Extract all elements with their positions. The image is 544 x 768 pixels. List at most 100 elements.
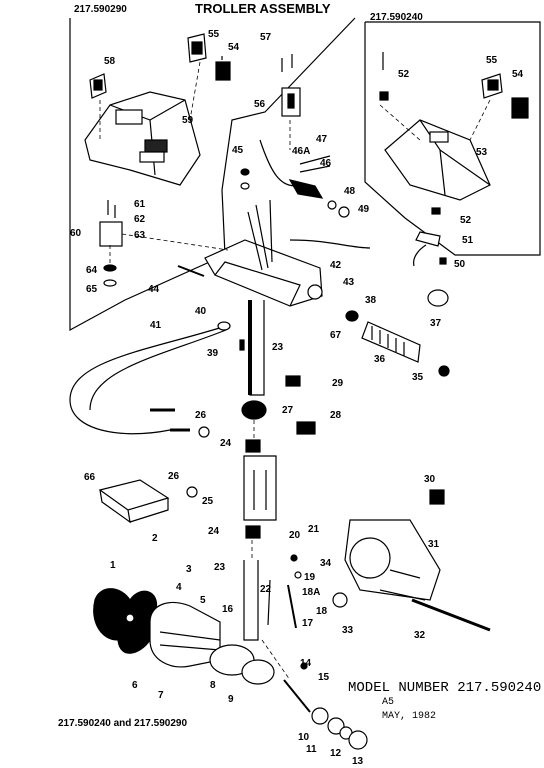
part-label: 23: [272, 342, 284, 353]
left-inset-border: [69, 17, 356, 332]
part-label: 46A: [292, 146, 310, 157]
revision-date: MAY, 1982: [382, 711, 436, 722]
part-10-15-hardware: [283, 662, 368, 750]
part-53-control-housing: [384, 119, 491, 201]
part-label: 2: [152, 533, 158, 544]
part-label: 25: [202, 496, 214, 507]
part-50-51-52-right: [413, 207, 447, 267]
part-label: 28: [330, 410, 342, 421]
part-label: 42: [330, 260, 342, 271]
part-label: 8: [210, 680, 216, 691]
part-label: 24: [208, 526, 220, 537]
part-label: 52: [398, 69, 410, 80]
part-label: 44: [148, 284, 160, 295]
part-label: 9: [228, 694, 234, 705]
left-model-number: 217.590290: [74, 4, 127, 15]
part-label: 20: [289, 530, 301, 541]
part-label: 39: [207, 348, 219, 359]
part-labels: 1 2 3 4 5 6 7 8 9 10 11 12 13 14 15 16 1…: [70, 29, 524, 767]
revision-code: A5: [382, 697, 394, 708]
part-label: 12: [330, 748, 342, 759]
part-label: 63: [134, 230, 146, 241]
part-label: 61: [134, 199, 146, 210]
part-label: 49: [358, 204, 370, 215]
part-label: 17: [302, 618, 314, 629]
footer-caption: 217.590240 and 217.590290: [58, 718, 187, 729]
part-label: 6: [132, 680, 138, 691]
part-label: 41: [150, 320, 162, 331]
part-label: 43: [343, 277, 355, 288]
part-label: 62: [134, 214, 146, 225]
part-59-control-housing: [84, 91, 201, 186]
part-label: 4: [176, 582, 182, 593]
part-label: 50: [454, 259, 466, 270]
part-43-head-housing: [204, 199, 371, 307]
part-52-54-55-right: [379, 52, 529, 119]
part-label: 7: [158, 690, 164, 701]
part-label: 26: [168, 471, 180, 482]
part-label: 58: [104, 56, 116, 67]
part-label: 18: [316, 606, 328, 617]
part-label: 47: [316, 134, 328, 145]
part-label: 53: [476, 147, 488, 158]
part-55-54-switches-left: [187, 33, 231, 81]
part-56-57-switch-and-screws: [281, 54, 301, 117]
part-label: 14: [300, 658, 312, 669]
part-label: 11: [306, 744, 317, 755]
part-label: 32: [414, 630, 426, 641]
part-label: 45: [232, 145, 244, 156]
part-label: 65: [86, 284, 98, 295]
part-label: 48: [344, 186, 356, 197]
part-label: 56: [254, 99, 266, 110]
part-label: 40: [195, 306, 207, 317]
part-58-switch: [89, 73, 107, 99]
part-label: 60: [70, 228, 82, 239]
part-label: 18A: [302, 587, 320, 598]
part-label: 52: [460, 215, 472, 226]
part-label: 55: [486, 55, 498, 66]
part-label: 34: [320, 558, 332, 569]
part-label: 13: [352, 756, 364, 767]
part-16-23-lower-shaft: [243, 554, 302, 641]
part-label: 59: [182, 115, 194, 126]
part-26-29-cluster: [198, 375, 316, 438]
part-label: 36: [374, 354, 386, 365]
part-label: 26: [195, 410, 207, 421]
part-44-pin: [177, 265, 205, 277]
part-41-power-cable: [69, 321, 245, 435]
part-label: 54: [228, 42, 240, 53]
part-30-34-mount-bracket: [332, 489, 491, 632]
part-label: 38: [365, 295, 377, 306]
part-4-motor: [149, 601, 275, 685]
part-23-shaft-upper: [248, 300, 265, 396]
part-label: 24: [220, 438, 232, 449]
leader-lines: [99, 61, 491, 681]
part-label: 29: [332, 378, 344, 389]
part-label: 55: [208, 29, 220, 40]
part-label: 66: [84, 472, 96, 483]
part-66-battery-block: [98, 479, 170, 524]
part-45-to-49-cluster: [240, 139, 350, 218]
part-label: 1: [110, 560, 116, 571]
model-number-line: MODEL NUMBER 217.590240: [348, 680, 541, 696]
part-24-25-bracket: [186, 439, 277, 539]
part-label: 27: [282, 405, 294, 416]
part-35-38-knob-assembly: [345, 289, 450, 377]
part-label: 16: [222, 604, 234, 615]
part-label: 57: [260, 32, 272, 43]
part-label: 31: [428, 539, 440, 550]
part-label: 21: [308, 524, 320, 535]
right-inset-border: [364, 21, 541, 256]
part-label: 23: [214, 562, 226, 573]
part-label: 30: [424, 474, 436, 485]
part-label: 51: [462, 235, 474, 246]
part-label: 67: [330, 330, 342, 341]
part-label: 10: [298, 732, 310, 743]
diagram-title: TROLLER ASSEMBLY: [195, 1, 331, 16]
part-label: 15: [318, 672, 330, 683]
part-label: 35: [412, 372, 424, 383]
part-label: 54: [512, 69, 524, 80]
right-model-number: 217.590240: [370, 12, 423, 23]
part-label: 46: [320, 158, 332, 169]
